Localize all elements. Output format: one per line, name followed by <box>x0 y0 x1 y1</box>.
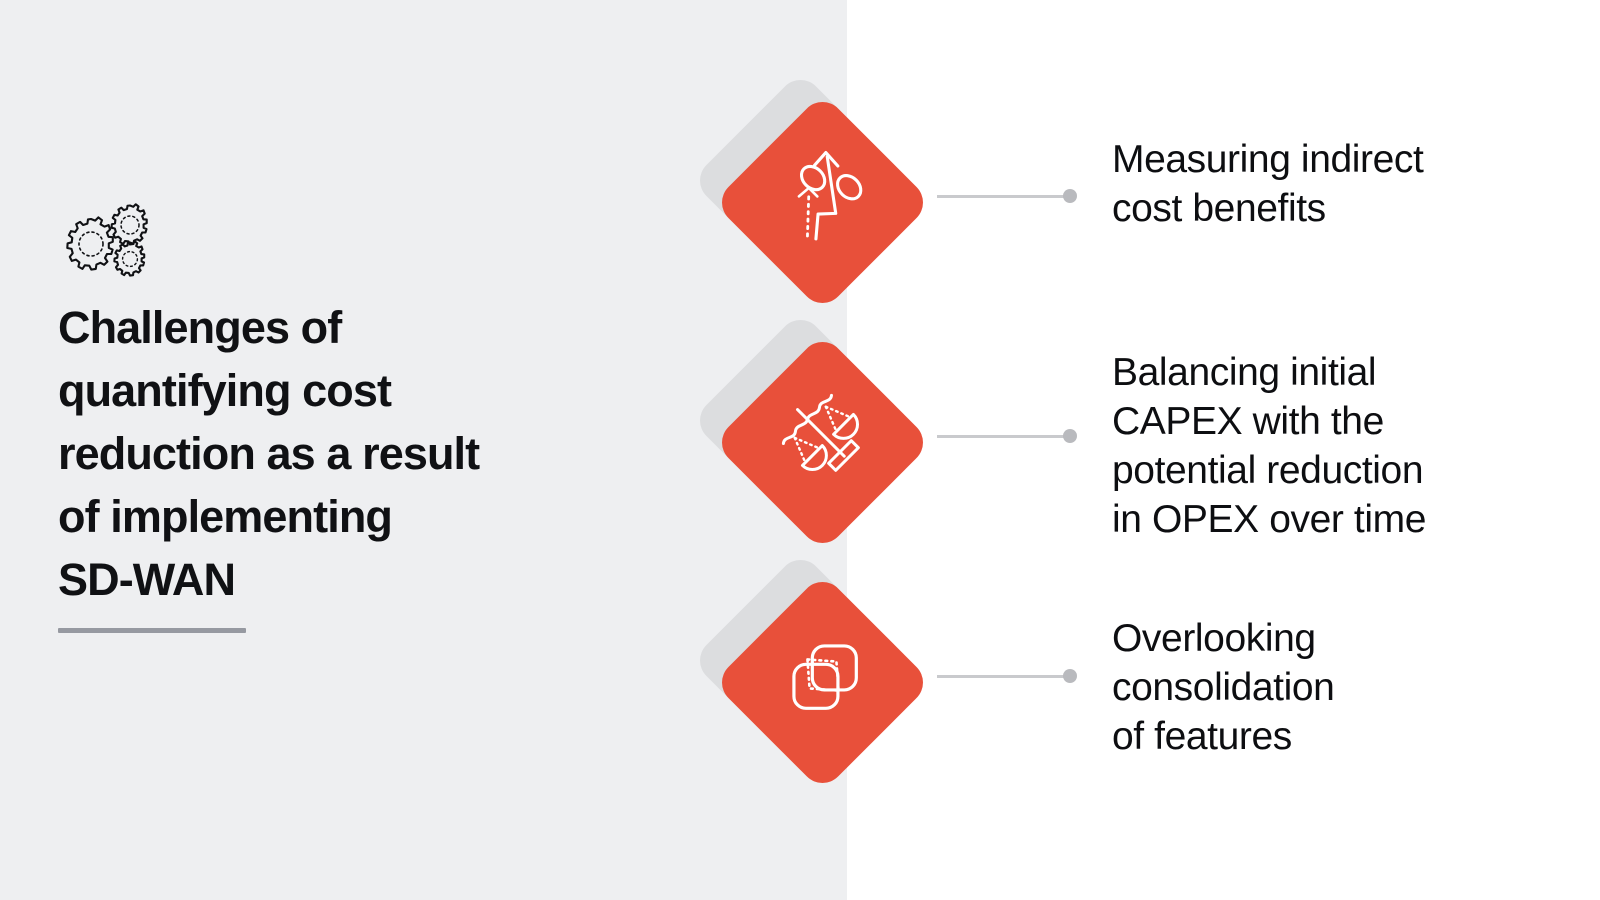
balance-scale-icon <box>755 367 891 503</box>
connector-line <box>937 195 1067 198</box>
left-panel <box>0 0 847 900</box>
challenge-label: Overlooking consolidation of features <box>1112 617 1335 758</box>
connector-line <box>937 675 1067 678</box>
connector-dot <box>1063 429 1077 443</box>
connector <box>937 669 1077 683</box>
connector <box>937 189 1077 203</box>
connector-dot <box>1063 669 1077 683</box>
connector-dot <box>1063 189 1077 203</box>
title-divider <box>58 628 246 633</box>
diamond-badge[interactable] <box>690 310 933 553</box>
challenge-row <box>0 70 1600 313</box>
diamond-badge[interactable] <box>690 70 933 313</box>
connector-line <box>937 435 1067 438</box>
percent-growth-icon <box>755 127 891 263</box>
overlapping-shapes-icon <box>755 607 891 743</box>
challenge-row <box>0 550 1600 793</box>
connector <box>937 429 1077 443</box>
challenge-row <box>0 310 1600 553</box>
gears-icon <box>58 198 168 288</box>
diamond-badge[interactable] <box>690 550 933 793</box>
page-title: Challenges of quantifying cost reduction… <box>58 302 480 605</box>
challenge-label: Measuring indirect cost benefits <box>1112 138 1424 230</box>
challenge-label: Balancing initial CAPEX with the potenti… <box>1112 351 1426 541</box>
